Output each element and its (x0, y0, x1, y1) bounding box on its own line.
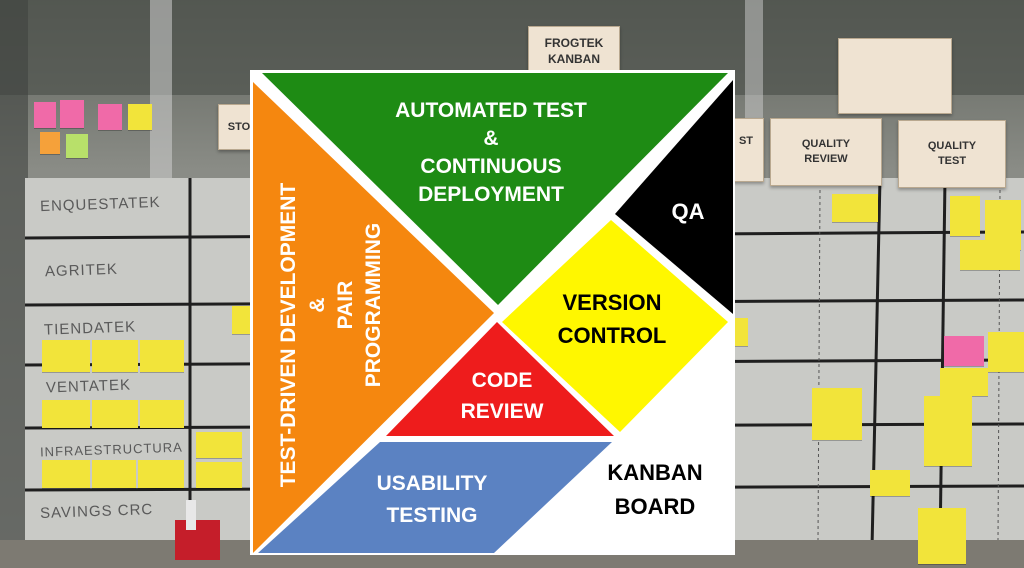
sticky-note (870, 470, 910, 496)
sticky-note (812, 388, 862, 440)
automated-test-line-1: AUTOMATED TEST (395, 99, 587, 122)
kanban-board-line-1: KANBAN (607, 460, 702, 485)
automated-test-piece (262, 73, 728, 305)
sign-line: QUALITY (927, 140, 977, 152)
tdd-line-2: & (306, 297, 329, 312)
sign-line: ST (738, 135, 754, 147)
tdd-line-4: PROGRAMMING (362, 223, 385, 388)
code-review-line-2: REVIEW (461, 400, 544, 423)
version-control-line-1: VERSION (562, 290, 661, 315)
sticky-note (42, 460, 90, 488)
sticky-note (960, 240, 1020, 270)
sign-line: TEST (937, 155, 967, 167)
sticky-note (232, 306, 254, 334)
sticky-note (42, 400, 90, 428)
sticky-note (40, 132, 60, 154)
tdd-line-1: TEST-DRIVEN DEVELOPMENT (277, 183, 300, 488)
sticky-note (92, 460, 136, 488)
sign-line: KANBAN (548, 52, 600, 66)
code-review-label: CODE REVIEW (461, 369, 544, 423)
sign-line: REVIEW (804, 153, 848, 165)
version-control-piece (502, 220, 728, 432)
qa-label: QA (672, 199, 705, 224)
sticky-note (66, 134, 88, 158)
sticky-note (918, 508, 966, 564)
sticky-note (42, 340, 90, 372)
sticky-note (924, 396, 972, 466)
kanban-sign: FROGTEK KANBAN (528, 26, 620, 74)
sticky-note (34, 102, 56, 128)
qa-piece (615, 80, 733, 314)
automated-test-line-4: DEPLOYMENT (418, 183, 564, 206)
usability-testing-line-1: USABILITY (377, 472, 488, 495)
sticky-note (92, 340, 138, 372)
usability-testing-piece (258, 442, 612, 553)
usability-testing-label: USABILITY TESTING (377, 472, 488, 527)
sticky-note (944, 336, 984, 366)
automated-test-label: AUTOMATED TEST & CONTINUOUS DEPLOYMENT (395, 99, 587, 206)
sticky-note (92, 400, 138, 428)
tdd-piece (253, 82, 494, 553)
version-control-label: VERSION CONTROL (558, 290, 667, 348)
quality-review-sign: QUALITY REVIEW (770, 118, 882, 186)
version-control-line-2: CONTROL (558, 323, 667, 348)
automated-test-line-3: CONTINUOUS (420, 155, 561, 178)
code-review-line-1: CODE (472, 369, 533, 392)
sticky-note (196, 462, 242, 488)
sticky-note (128, 104, 152, 130)
code-review-piece (386, 322, 614, 436)
sticky-note (832, 194, 878, 222)
sticky-note (196, 432, 242, 458)
sticky-note (950, 196, 980, 236)
usability-testing-line-2: TESTING (386, 504, 477, 527)
kanban-board-piece (502, 347, 728, 553)
kanban-board-line-2: BOARD (615, 494, 696, 519)
sticky-note (140, 340, 184, 372)
sticky-note (940, 368, 988, 396)
sticky-note (988, 332, 1024, 372)
sign-line: STO (227, 121, 251, 133)
sticky-note (138, 460, 184, 488)
automated-test-line-2: & (483, 127, 498, 150)
sticky-note (60, 100, 84, 128)
quality-test-sign: QUALITY TEST (898, 120, 1006, 188)
sign-line: FROGTEK (544, 36, 604, 50)
kanban-board-label: KANBAN BOARD (607, 460, 702, 519)
sticky-note (98, 104, 122, 130)
instructions-sign (838, 38, 952, 114)
sign-line: QUALITY (801, 138, 851, 150)
sticky-note (140, 400, 184, 428)
tdd-line-3: PAIR (334, 281, 357, 330)
tdd-label: TEST-DRIVEN DEVELOPMENT & PAIR PROGRAMMI… (277, 183, 385, 488)
